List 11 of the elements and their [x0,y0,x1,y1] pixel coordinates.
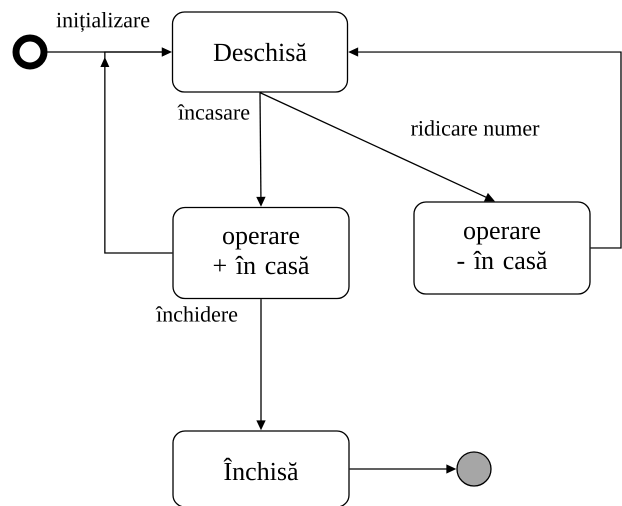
edge-label: ridicare numer [411,120,540,136]
state-box: operare + în casă [172,206,350,300]
edge-label: închidere [156,306,238,322]
arrow [100,47,172,254]
state-box: Închisă [172,430,350,506]
initial-state-circle [12,34,48,70]
state-box: Deschisă [172,11,348,93]
edge-label: inițializare [56,12,150,32]
state-box: operare - în casă [413,201,591,295]
final-state-circle [456,451,492,487]
edge-label: încasare [178,104,250,120]
